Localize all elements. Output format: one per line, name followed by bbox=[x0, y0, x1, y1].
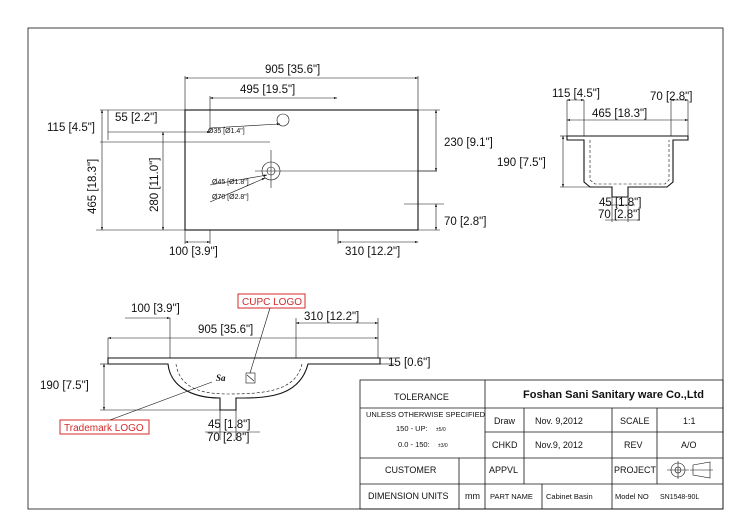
scale-label: SCALE bbox=[620, 416, 650, 426]
basin-outline-top bbox=[184, 109, 419, 231]
callout-trademark-box bbox=[59, 419, 150, 435]
sani-logo-mark: Sa bbox=[216, 373, 226, 383]
faucet-hole bbox=[276, 113, 290, 127]
callout-cupc: CUPC LOGO bbox=[242, 297, 302, 308]
callout-trademark: Trademark LOGO bbox=[64, 423, 144, 434]
model-value: SN1548-90L bbox=[660, 494, 699, 501]
top-drain-offset: 230 [9.1"] bbox=[444, 137, 493, 149]
front-view: 100 [3.9"] 310 [12.2"] 905 [35.6"] 15 [0… bbox=[40, 293, 430, 444]
draw-label: Draw bbox=[494, 416, 516, 426]
top-edge-left: 55 [2.2"] bbox=[115, 112, 157, 124]
side-edge-right: 70 [2.8"] bbox=[650, 91, 692, 103]
top-edge-top: 115 [4.5"] bbox=[47, 122, 95, 134]
chkd-label: CHKD bbox=[492, 440, 518, 450]
front-overall-width: 905 [35.6"] bbox=[198, 324, 253, 336]
tol-150-up-val: ±5/0 bbox=[436, 427, 446, 433]
tol-0-150-val: ±3/0 bbox=[438, 443, 448, 449]
side-drain-small: 45 [1.8"] bbox=[599, 197, 641, 209]
top-faucet-offset: 495 [19.5"] bbox=[240, 84, 295, 96]
tol-150-up: 150 - UP: bbox=[396, 424, 428, 433]
tol-0-150: 0.0 - 150: bbox=[398, 440, 430, 449]
drain-large-label: Ø70 [Ø2.8"] bbox=[212, 194, 249, 201]
top-bowl-depth: 280 [11.0"] bbox=[149, 158, 161, 212]
unless-specified: UNLESS OTHERWISE SPECIFIED bbox=[366, 410, 486, 419]
rev-value: A/O bbox=[681, 440, 697, 450]
project-label: PROJECT bbox=[614, 465, 657, 475]
side-height: 190 [7.5"] bbox=[497, 157, 546, 169]
front-rim: 15 [0.6"] bbox=[388, 357, 430, 369]
side-drain-large: 70 [2.8"] bbox=[598, 209, 640, 221]
title-block: Foshan Sani Sanitary ware Co.,Ltd TOLERA… bbox=[359, 379, 724, 510]
front-drain-large: 70 [2.8"] bbox=[207, 432, 249, 444]
side-depth: 465 [18.3"] bbox=[592, 108, 647, 120]
callout-cupc-box bbox=[237, 293, 306, 309]
sheet-border bbox=[27, 27, 724, 510]
part-name-label: PART NAME bbox=[490, 492, 533, 501]
dimension-units-label: DIMENSION UNITS bbox=[368, 491, 449, 501]
drain-small-label: Ø45 [Ø1.8"] bbox=[212, 179, 249, 186]
tolerance-label: TOLERANCE bbox=[394, 392, 449, 402]
scale-value: 1:1 bbox=[683, 416, 696, 426]
projection-symbol-icon bbox=[667, 461, 713, 479]
cupc-logo-mark bbox=[245, 372, 256, 384]
front-drain-small: 45 [1.8"] bbox=[208, 419, 250, 431]
company-name: Foshan Sani Sanitary ware Co.,Ltd bbox=[523, 389, 704, 401]
appvl-label: APPVL bbox=[489, 465, 518, 475]
top-front-edge: 70 [2.8"] bbox=[444, 216, 486, 228]
front-right-offset: 310 [12.2"] bbox=[304, 311, 359, 323]
side-edge-left: 115 [4.5"] bbox=[552, 88, 600, 100]
units-value: mm bbox=[465, 491, 480, 501]
top-overall-depth: 465 [18.3"] bbox=[87, 159, 99, 214]
top-left-offset: 100 [3.9"] bbox=[169, 246, 218, 258]
customer-label: CUSTOMER bbox=[385, 465, 437, 475]
draw-date: Nov. 9,2012 bbox=[535, 416, 583, 426]
faucet-hole-label: Ø35 [Ø1.4"] bbox=[208, 128, 245, 135]
top-right-offset: 310 [12.2"] bbox=[345, 246, 400, 258]
chkd-date: Nov.9, 2012 bbox=[535, 440, 583, 450]
front-height: 190 [7.5"] bbox=[40, 380, 89, 392]
top-overall-width: 905 [35.6"] bbox=[265, 64, 320, 76]
side-view: 115 [4.5"] 70 [2.8"] 465 [18.3"] 190 [7.… bbox=[497, 88, 692, 222]
model-label: Model NO bbox=[615, 492, 649, 501]
rev-label: REV bbox=[624, 440, 643, 450]
top-view: 905 [35.6"] 495 [19.5"] 55 [2.2"] 115 [4… bbox=[47, 64, 493, 258]
part-name-value: Cabinet Basin bbox=[546, 492, 593, 501]
front-left-offset: 100 [3.9"] bbox=[131, 303, 180, 315]
